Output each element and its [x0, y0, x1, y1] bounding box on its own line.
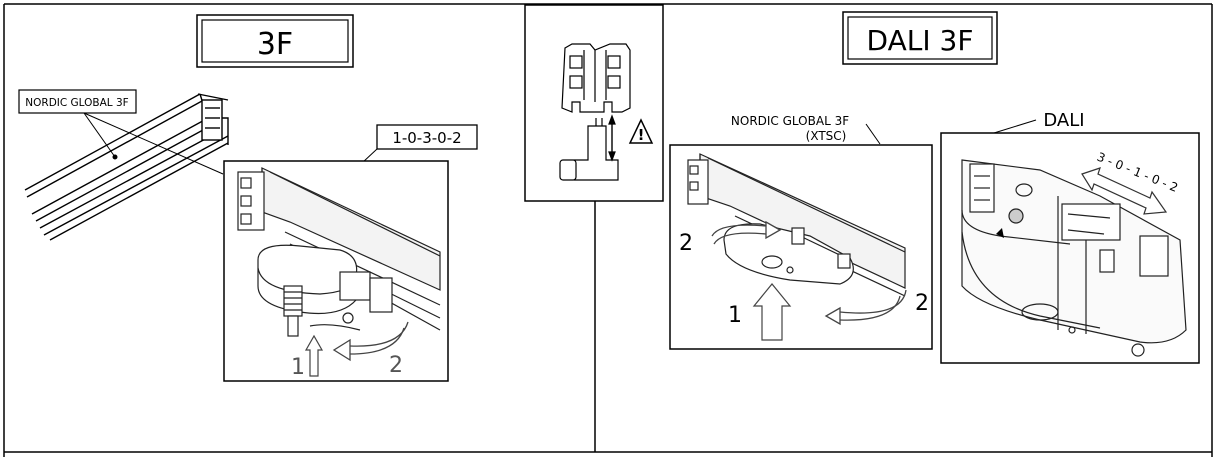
push-arrow-xtsc — [752, 283, 792, 341]
warning-symbol: ! — [638, 126, 645, 144]
dali-double-arrow — [1081, 167, 1168, 215]
rail-label-dali-line1: NORDIC GLOBAL 3F — [731, 114, 849, 128]
title-dali-3f: DALI 3F — [867, 24, 974, 57]
rotate-arrow-3f — [332, 321, 409, 362]
title-box-dali: DALI 3F — [842, 11, 998, 65]
warning-icon: ! — [628, 118, 654, 144]
profile-box — [524, 4, 664, 202]
rail-label-leaders — [83, 112, 224, 175]
code-box-3f: 1-0-3-0-2 — [361, 124, 478, 164]
title-3f: 3F — [257, 27, 293, 62]
step-2-label-3f: 2 — [389, 353, 403, 378]
rail-label-box-3f: NORDIC GLOBAL 3F — [18, 89, 137, 114]
step-2-label-dali-right: 2 — [915, 291, 929, 316]
rail-drawing-3f — [24, 93, 229, 241]
rail-label-3f: NORDIC GLOBAL 3F — [25, 97, 128, 109]
step-1-label-dali: 1 — [728, 303, 742, 328]
code-3f: 1-0-3-0-2 — [392, 129, 461, 147]
dali-label: DALI — [1043, 110, 1084, 131]
step-2-label-dali-left: 2 — [679, 231, 693, 256]
push-arrow-3f — [304, 334, 324, 377]
dali-label-leader — [993, 119, 1037, 134]
title-box-3f: 3F — [196, 14, 354, 68]
detail-box-3f — [223, 160, 449, 382]
step-1-label-3f: 1 — [291, 355, 305, 380]
detail-box-dali: 3 - 0 - 1 - 0 - 2 — [940, 132, 1200, 364]
detail-box-xtsc — [669, 144, 933, 350]
rail-label-dali-leader — [865, 123, 881, 145]
rail-label-dali-line2: (XTSC) — [806, 129, 847, 143]
